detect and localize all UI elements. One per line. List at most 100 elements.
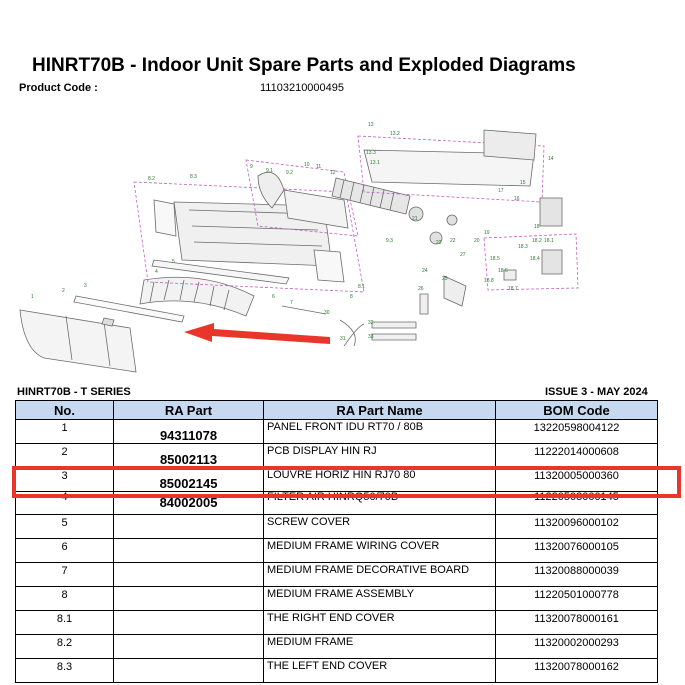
table-row: 8.2 MEDIUM FRAME 11320002000293 [15,634,658,659]
cell-bom-code: 11222014000608 [495,443,658,468]
callout-label: 26 [418,286,424,292]
callout-label: 18.1 [544,238,554,244]
callout-label: 30 [324,310,330,316]
callout-label: 32 [368,320,374,326]
cell-no: 2 [15,443,114,468]
cell-part-name: PCB DISPLAY HIN RJ [263,443,496,468]
callout-label: 6 [272,294,275,300]
table-row: 6 MEDIUM FRAME WIRING COVER 113200760001… [15,538,658,563]
callout-label: 13.1 [370,160,380,166]
cell-ra-part [113,538,264,563]
callout-label: 7 [290,300,293,306]
cell-no: 1 [15,419,114,444]
table-row: 2 85002113 PCB DISPLAY HIN RJ 1122201400… [15,443,658,468]
callout-label: 9.2 [286,170,293,176]
cell-part-name: MEDIUM FRAME WIRING COVER [263,538,496,563]
callout-label: 24 [422,268,428,274]
column-header-bom-code: BOM Code [495,400,658,420]
callout-label: 14 [548,156,554,162]
front-panel-part [19,309,137,373]
callout-label: 13 [368,122,374,128]
callout-label: 18.7 [508,286,518,292]
exploded-diagram: 1 2 3 4 5 6 7 8 8.1 8.2 8.3 9 9.1 9.2 9.… [19,122,579,373]
highlight-box [12,466,681,498]
callout-label: 18.6 [498,268,508,274]
callout-label: 2 [62,288,65,294]
table-header-row: No. RA Part RA Part Name BOM Code [15,400,658,420]
cell-no: 8.1 [15,610,114,635]
cell-bom-code: 13220598004122 [495,419,658,444]
callout-label: 15 [520,180,526,186]
callout-label: 18.4 [530,256,540,262]
callout-label: 9.1 [266,168,273,174]
callout-label: 17 [498,188,504,194]
product-code-label: Product Code : [19,82,98,94]
callout-label: 8.1 [358,284,365,290]
cell-no: 8.3 [15,658,114,683]
callout-label: 5 [172,259,175,265]
callout-label: 8.3 [190,174,197,180]
cell-no: 8 [15,586,114,611]
callout-label: 13.3 [366,150,376,156]
callout-label: 8 [350,294,353,300]
cell-part-name: THE RIGHT END COVER [263,610,496,635]
callout-label: 22 [450,238,456,244]
callout-label: 11 [316,164,321,170]
callout-label: 18.5 [490,256,500,262]
cell-bom-code: 11320002000293 [495,634,658,659]
callout-label: 18.3 [518,244,528,250]
chassis-part [363,149,535,187]
cross-flow-fan [331,177,411,215]
callout-label: 12 [330,170,336,176]
callout-label: 31 [340,336,346,342]
callout-label: 8.2 [148,176,155,182]
callout-label: 25 [442,276,448,282]
callout-label: 3 [84,283,87,289]
cell-bom-code: 11220501000778 [495,586,658,611]
cell-ra-part [113,658,264,683]
cell-part-name: MEDIUM FRAME [263,634,496,659]
cell-ra-part [113,610,264,635]
cell-no: 6 [15,538,114,563]
page-title: HINRT70B - Indoor Unit Spare Parts and E… [32,55,576,76]
cell-ra-part [113,586,264,611]
cell-bom-code: 11320088000039 [495,562,658,587]
table-row: 7 MEDIUM FRAME DECORATIVE BOARD 11320088… [15,562,658,587]
callout-label: 18 [534,224,540,230]
column-header-no: No. [15,400,114,420]
cell-ra-part [113,514,264,539]
cell-ra-part [113,634,264,659]
callout-label: 20 [474,238,480,244]
callout-label: 9 [250,164,253,170]
table-row: 8 MEDIUM FRAME ASSEMBLY 11220501000778 [15,586,658,611]
callout-label: 18.8 [484,278,494,284]
cell-bom-code: 11320005000360 [495,467,658,492]
table-row: 1 94311078 PANEL FRONT IDU RT70 / 80B 13… [15,419,658,444]
cell-part-name: LOUVRE HORIZ HIN RJ70 80 [263,467,496,492]
cell-part-name: MEDIUM FRAME ASSEMBLY [263,586,496,611]
callout-label: 19 [484,230,490,236]
column-header-ra-part-name: RA Part Name [263,400,496,420]
filter-part [139,276,255,317]
callout-label: 18.2 [532,238,542,244]
callout-label: 9.3 [386,238,393,244]
cell-no: 8.2 [15,634,114,659]
callout-label: 1 [31,294,34,300]
table-row: 5 SCREW COVER 11320096000102 [15,514,658,539]
cell-part-name: MEDIUM FRAME DECORATIVE BOARD [263,562,496,587]
callout-label: 10 [304,162,310,168]
series-label: HINRT70B - T SERIES [17,386,131,398]
cell-part-name: SCREW COVER [263,514,496,539]
louvre-part [73,295,185,323]
table-row: 8.3 THE LEFT END COVER 11320078000162 [15,658,658,683]
product-code-value: 11103210000495 [260,82,345,94]
cell-bom-code: 11320076000105 [495,538,658,563]
table-row: 8.1 THE RIGHT END COVER 11320078000161 [15,610,658,635]
cell-bom-code: 11320096000102 [495,514,658,539]
callout-label: 33 [368,334,374,340]
cell-part-name: THE LEFT END COVER [263,658,496,683]
cell-no: 5 [15,514,114,539]
column-header-ra-part: RA Part [113,400,264,420]
cell-ra-part: 94311078 [113,419,264,444]
cell-ra-part [113,562,264,587]
